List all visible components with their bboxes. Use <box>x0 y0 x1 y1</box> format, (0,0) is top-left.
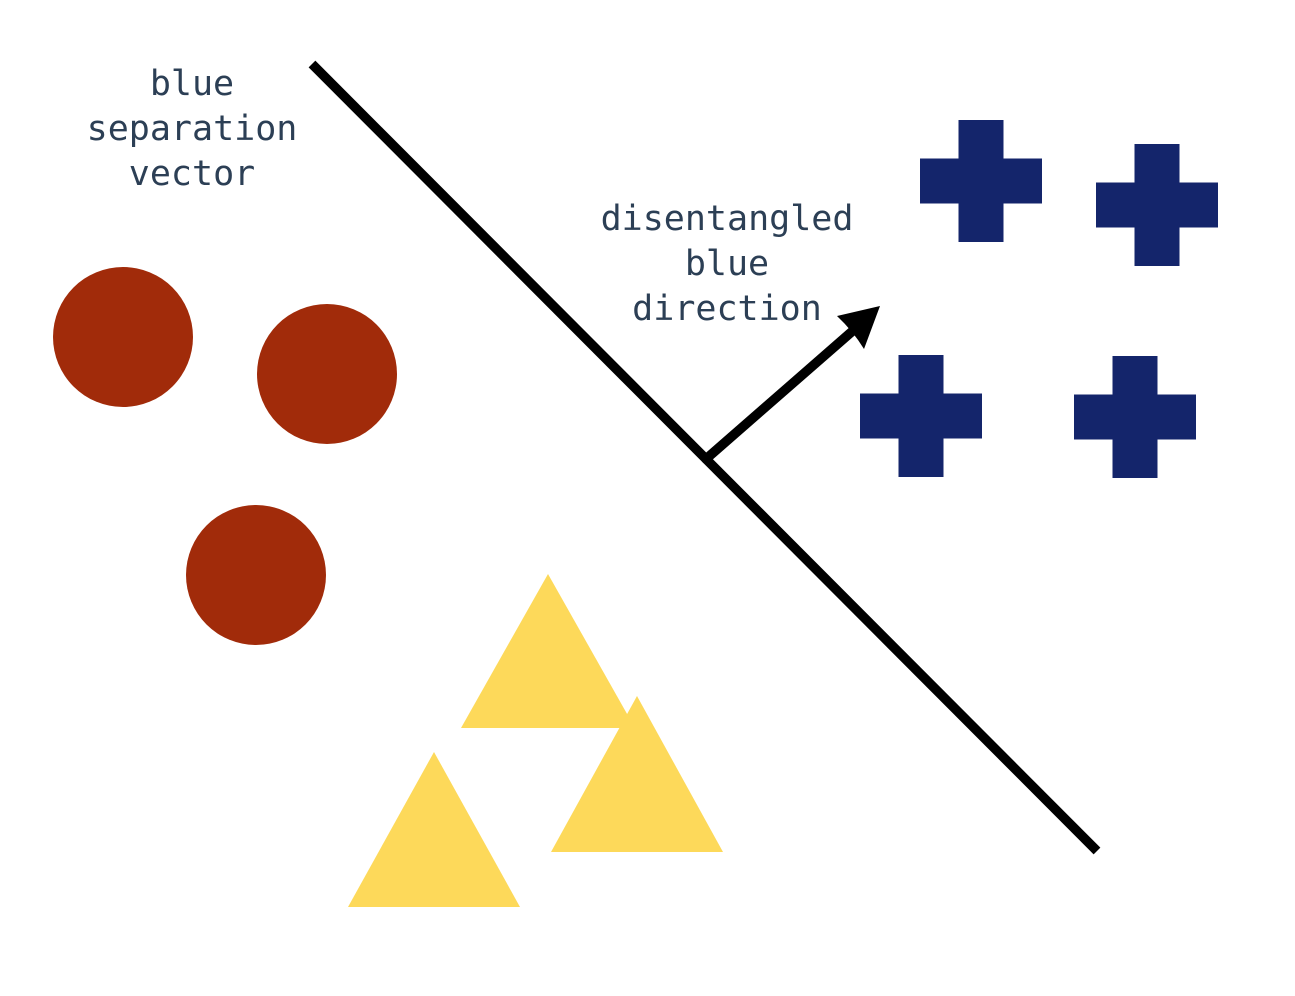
blue-direction-label: disentangled blue direction <box>600 199 854 329</box>
blue-plus <box>860 355 982 477</box>
yellow-triangle <box>461 574 635 728</box>
separation-vector-label: blue separation vector <box>86 64 298 194</box>
red-circle <box>257 304 397 444</box>
direction-arrowhead-icon <box>837 306 880 349</box>
yellow-triangle <box>348 752 520 907</box>
red-circle <box>53 267 193 407</box>
blue-plus <box>1074 356 1196 478</box>
yellow-triangle <box>551 696 723 852</box>
red-circle <box>186 505 326 645</box>
blue-plus <box>920 120 1042 242</box>
direction-arrow-shaft <box>701 323 861 464</box>
blue-plus <box>1096 144 1218 266</box>
